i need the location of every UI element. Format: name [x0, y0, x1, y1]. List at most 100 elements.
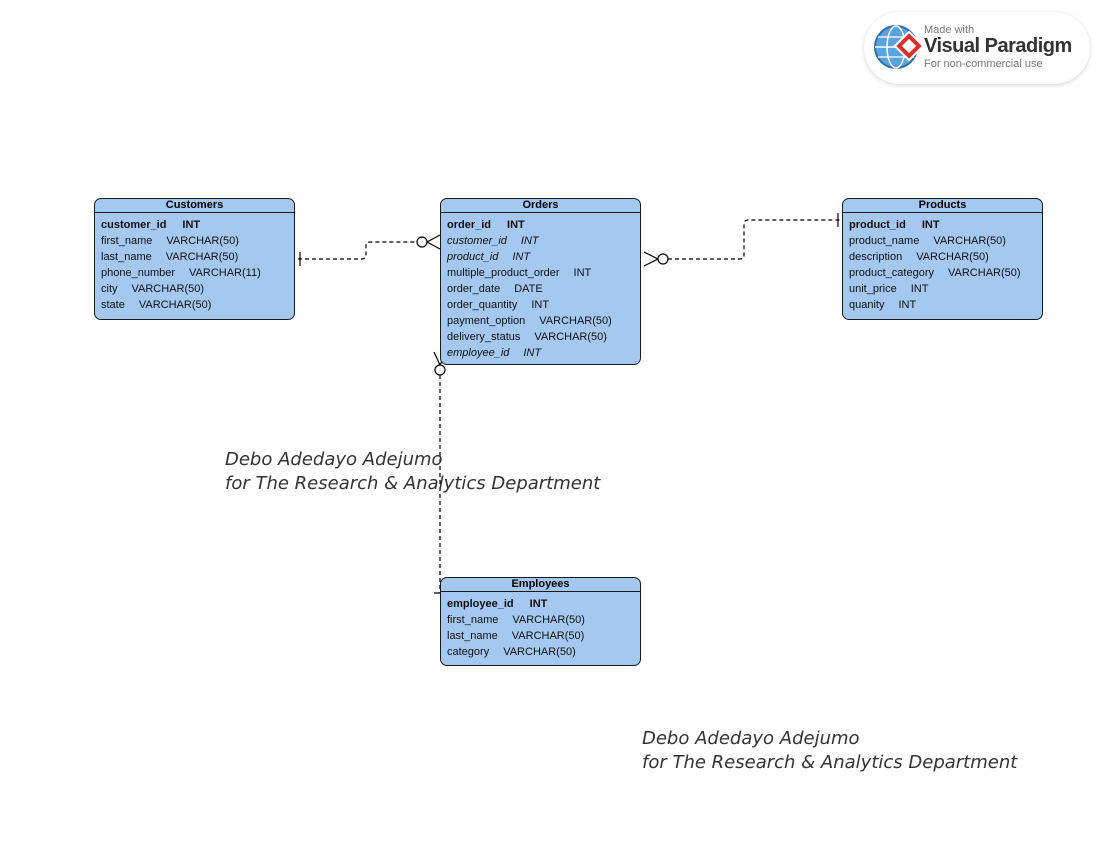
- author-name: Debo Adedayo Adejumo: [642, 728, 860, 749]
- column-name: description: [849, 251, 903, 263]
- column-type: VARCHAR(50): [165, 251, 239, 263]
- column-row: description VARCHAR(50): [849, 249, 1042, 265]
- orders-zero-mark-products: [657, 253, 669, 265]
- author-department: for The Research & Analytics Department: [642, 752, 1018, 773]
- entity-title: Customers: [95, 199, 294, 213]
- orders-zero-mark-employees: [434, 364, 446, 376]
- column-type: VARCHAR(50): [916, 251, 989, 263]
- orders-crowfoot-products-2: [643, 258, 659, 267]
- column-type: INT: [910, 283, 929, 295]
- column-type: INT: [182, 219, 201, 231]
- visual-paradigm-logo-icon: [874, 25, 924, 69]
- column-name: last_name: [101, 251, 152, 263]
- column-name: category: [447, 646, 490, 658]
- column-type: VARCHAR(50): [534, 331, 607, 343]
- column-type: INT: [520, 235, 539, 247]
- column-row: customer_id INT: [101, 217, 294, 233]
- column-type: INT: [921, 219, 940, 231]
- column-type: VARCHAR(50): [948, 267, 1021, 279]
- column-type: VARCHAR(11): [189, 267, 261, 279]
- badge-license-text: For non-commercial use: [924, 58, 1043, 70]
- column-type: INT: [531, 299, 550, 311]
- column-row: order_quantity INT: [447, 297, 640, 313]
- column-type: DATE: [514, 283, 543, 295]
- column-row: first_name VARCHAR(50): [447, 612, 640, 628]
- column-name: delivery_status: [447, 331, 521, 343]
- author-note: Debo Adedayo Adejumo for The Research & …: [225, 448, 600, 496]
- column-row: first_name VARCHAR(50): [101, 233, 294, 249]
- column-name: first_name: [101, 235, 153, 247]
- column-type: VARCHAR(50): [166, 235, 239, 247]
- column-name: last_name: [447, 630, 498, 642]
- column-type: INT: [529, 598, 548, 610]
- link-customers-orders: [298, 241, 418, 260]
- column-name: order_quantity: [447, 299, 518, 311]
- column-type: INT: [523, 347, 542, 359]
- column-type: INT: [573, 267, 592, 279]
- column-type: VARCHAR(50): [512, 614, 585, 626]
- column-name: payment_option: [447, 315, 526, 327]
- column-type: INT: [512, 251, 531, 263]
- orders-crowfoot-customers-2: [426, 241, 441, 250]
- badge-made-with-text: Made with: [924, 24, 975, 36]
- column-row: employee_id INT: [447, 596, 640, 612]
- column-row: order_id INT: [447, 217, 640, 233]
- column-type: VARCHAR(50): [131, 283, 205, 295]
- column-row: order_date DATE: [447, 281, 640, 297]
- badge-brand-text: Visual Paradigm: [924, 35, 1072, 57]
- column-name: order_date: [447, 283, 501, 295]
- column-name: employee_id: [447, 598, 514, 610]
- column-type: VARCHAR(50): [539, 315, 612, 327]
- column-name: customer_id: [101, 219, 167, 231]
- column-name: product_id: [447, 251, 499, 263]
- column-row: customer_id INT: [447, 233, 640, 249]
- column-name: product_name: [849, 235, 920, 247]
- column-name: first_name: [447, 614, 499, 626]
- column-row: last_name VARCHAR(50): [101, 249, 294, 265]
- author-name: Debo Adedayo Adejumo: [225, 449, 443, 470]
- column-name: unit_price: [849, 283, 897, 295]
- column-name: product_category: [849, 267, 934, 279]
- link-orders-products: [668, 219, 842, 260]
- orders-crowfoot-products-1: [643, 251, 659, 260]
- column-name: order_id: [447, 219, 492, 231]
- column-name: product_id: [849, 219, 906, 231]
- visual-paradigm-badge: Made with Visual Paradigm For non-commer…: [864, 12, 1090, 84]
- column-row: delivery_status VARCHAR(50): [447, 329, 640, 345]
- entity-title: Employees: [441, 578, 640, 592]
- entity-title: Products: [843, 199, 1042, 213]
- author-note: Debo Adedayo Adejumo for The Research & …: [642, 727, 1017, 775]
- orders-crowfoot-employees-1: [433, 351, 441, 366]
- column-type: VARCHAR(50): [503, 646, 576, 658]
- column-name: multiple_product_order: [447, 267, 560, 279]
- column-type: VARCHAR(50): [933, 235, 1006, 247]
- column-type: INT: [898, 299, 917, 311]
- author-department: for The Research & Analytics Department: [225, 473, 601, 494]
- column-row: unit_price INT: [849, 281, 1042, 297]
- column-row: phone_number VARCHAR(11): [101, 265, 294, 281]
- column-type: VARCHAR(50): [511, 630, 585, 642]
- column-row: product_category VARCHAR(50): [849, 265, 1042, 281]
- column-row: product_name VARCHAR(50): [849, 233, 1042, 249]
- column-row: product_id INT: [447, 249, 640, 265]
- column-row: last_name VARCHAR(50): [447, 628, 640, 644]
- orders-zero-mark-customers: [416, 236, 428, 248]
- column-name: customer_id: [447, 235, 507, 247]
- column-row: category VARCHAR(50): [447, 644, 640, 660]
- column-name: state: [101, 299, 125, 311]
- column-name: phone_number: [101, 267, 176, 279]
- orders-crowfoot-customers-1: [426, 234, 441, 243]
- column-row: payment_option VARCHAR(50): [447, 313, 640, 329]
- entity-title: Orders: [441, 199, 640, 213]
- column-row: multiple_product_order INT: [447, 265, 640, 281]
- column-type: INT: [507, 219, 525, 231]
